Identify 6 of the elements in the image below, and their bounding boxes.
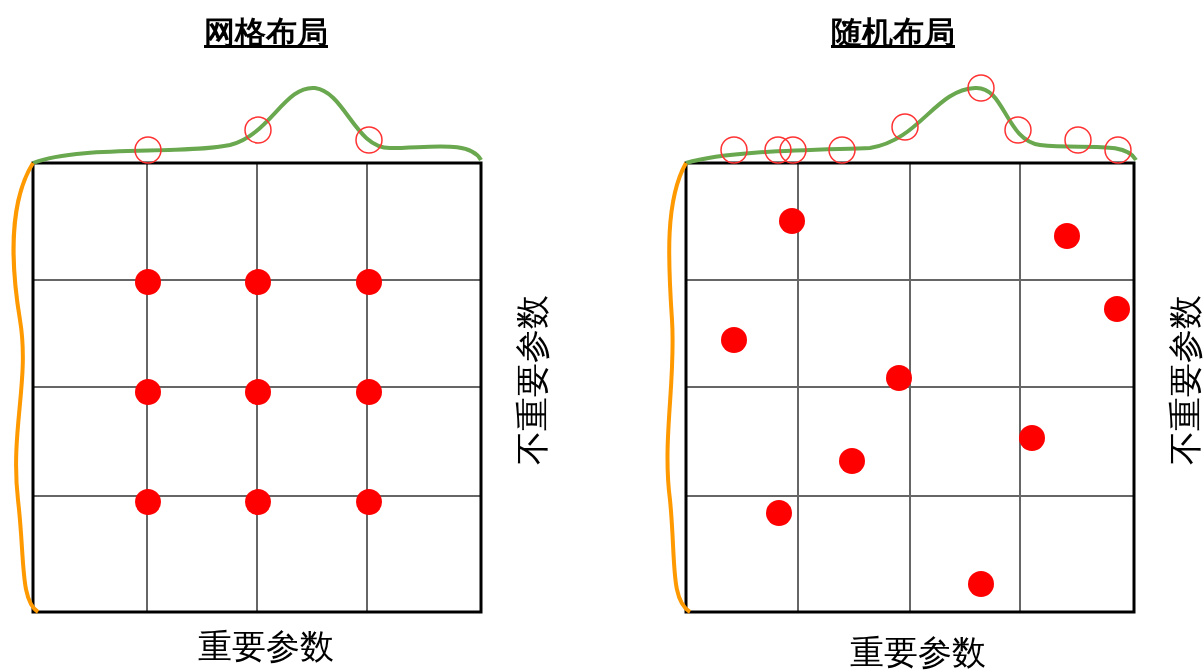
panel-title: 随机布局 bbox=[831, 16, 955, 48]
axis-label: 重要参数 bbox=[198, 629, 334, 663]
panel-title: 网格布局 bbox=[204, 16, 328, 48]
axis-label: 不重要参数 bbox=[515, 295, 549, 465]
axis-label: 重要参数 bbox=[850, 635, 986, 669]
axis-label: 不重要参数 bbox=[1168, 295, 1202, 465]
